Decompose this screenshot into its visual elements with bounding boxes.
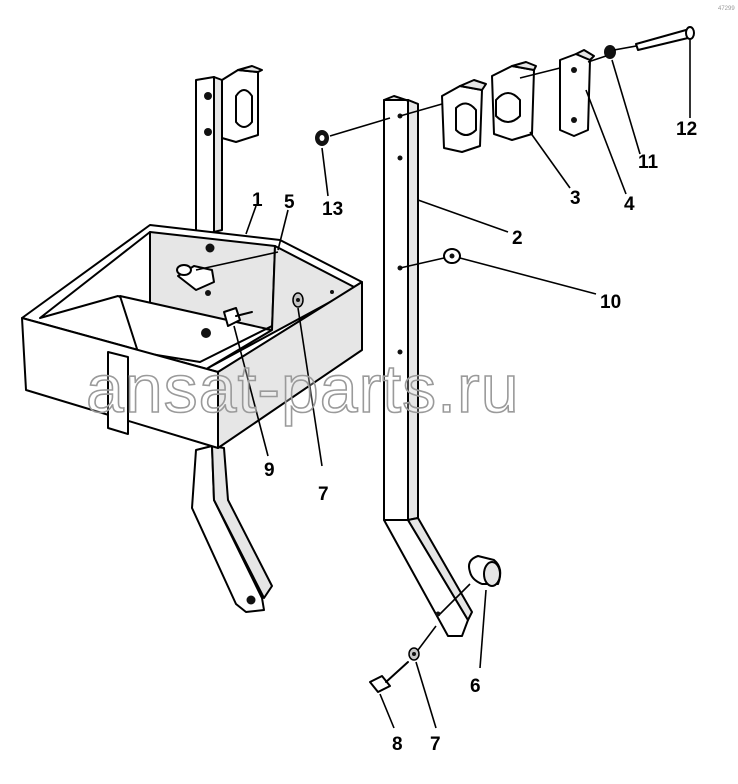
callout-6: 6 (470, 676, 481, 697)
nut-13 (315, 117, 391, 146)
callout-9: 9 (264, 460, 275, 481)
callout-11: 11 (638, 152, 659, 173)
fastener-10 (399, 248, 461, 269)
callout-7-upper: 7 (318, 484, 329, 505)
storage-tray (21, 224, 363, 449)
callout-4: 4 (624, 194, 635, 215)
clamp-plate-4 (559, 49, 595, 137)
callout-3: 3 (570, 188, 581, 209)
leader-lines (233, 40, 691, 729)
fasteners-top (399, 26, 695, 117)
bolt-8-washer-7 (369, 625, 437, 693)
vertical-strap-2 (383, 95, 473, 637)
callout-1: 1 (252, 190, 263, 211)
watermark-text: ansat-parts.ru (86, 351, 520, 427)
callout-labels: 1 5 13 2 3 4 11 12 10 9 7 6 8 7 (252, 119, 697, 755)
callout-13: 13 (322, 199, 343, 220)
corner-reference-mark: 47299 (718, 6, 735, 12)
left-mounting-bracket (191, 65, 273, 613)
roller-6 (439, 555, 502, 615)
callout-8: 8 (392, 734, 403, 755)
clamp-halves-3 (441, 61, 537, 153)
callout-5: 5 (284, 192, 295, 213)
callout-12: 12 (676, 119, 697, 140)
callout-10: 10 (600, 292, 621, 313)
callout-2: 2 (512, 228, 523, 249)
callout-7-lower: 7 (430, 734, 441, 755)
